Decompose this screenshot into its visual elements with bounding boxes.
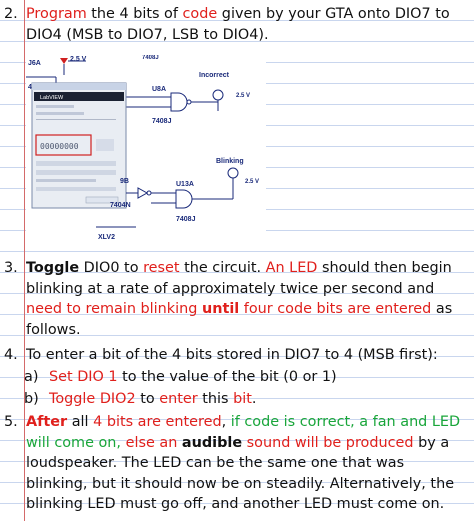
- text-run: the 4 bits of: [86, 6, 183, 22]
- code-correct-phrase: if code is correct, a fan and LED will c…: [26, 414, 461, 451]
- digital-display-highlight: [35, 134, 92, 156]
- u13a-part-label: 7408J: [176, 216, 196, 223]
- circuit-diagram: J6A 2.5 V 7408J 4328 U8A 7408J Incorrect…: [26, 55, 266, 245]
- labview-title: LabVIEW: [40, 95, 64, 101]
- until-word: until: [201, 301, 240, 317]
- step-5: 5. After all 4 bits are entered, if code…: [4, 412, 470, 512]
- u13a-label: U13A: [176, 181, 194, 188]
- step-4: 4. To enter a bit of the 4 bits stored i…: [4, 345, 470, 366]
- text-run: to: [135, 391, 160, 407]
- an-led-phrase: An LED: [265, 260, 318, 276]
- set-dio1-phrase: Set DIO 1: [49, 369, 118, 385]
- margin-line: [24, 0, 25, 521]
- step-4-a: a) Set DIO 1 to the value of the bit (0 …: [4, 367, 470, 388]
- remain-blinking-phrase: need to remain blinking: [26, 301, 198, 317]
- circuit-schematic: J6A 2.5 V 7408J 4328 U8A 7408J Incorrect…: [26, 55, 266, 245]
- sub-label: a): [24, 369, 39, 385]
- enter-word: enter: [159, 391, 198, 407]
- top-part-label: 7408J: [142, 55, 159, 61]
- step-text: Toggle DIO0 to reset the circuit. An LED…: [26, 258, 470, 340]
- blinking-label: Blinking: [216, 158, 244, 165]
- reset-word: reset: [143, 260, 180, 276]
- step-text: To enter a bit of the 4 bits stored in D…: [26, 347, 438, 363]
- bits-entered-phrase: 4 bits are entered: [93, 414, 222, 430]
- text-run: this: [197, 391, 234, 407]
- step-number: 2.: [4, 6, 18, 22]
- u8a-label: U8A: [152, 86, 166, 93]
- text-run: .: [251, 391, 257, 407]
- after-word: After: [26, 414, 68, 430]
- toggle-dio2-phrase: Toggle DIO2: [49, 391, 136, 407]
- step-number: 3.: [4, 260, 18, 276]
- inverter-7404-icon: [137, 187, 149, 199]
- sub-label: b): [24, 391, 39, 407]
- program-word: Program: [26, 6, 87, 22]
- text-run: by a loudspeaker. The LED can be the sam…: [26, 434, 455, 513]
- j6a-label: J6A: [28, 60, 41, 67]
- text-run: given by your GTA onto DIO7 to DIO4 (MSB…: [26, 6, 450, 43]
- code-word: code: [182, 6, 218, 22]
- incorrect-label: Incorrect: [199, 72, 230, 79]
- text-run: as follows.: [26, 301, 453, 338]
- top-voltage-label: 2.5 V: [70, 56, 87, 63]
- text-run: the circuit.: [179, 260, 266, 276]
- text-run: to the value of the bit (0 or 1): [117, 369, 337, 385]
- step-4-b: b) Toggle DIO2 to enter this bit.: [4, 389, 470, 410]
- power-flag-icon: [60, 58, 68, 64]
- xlv2-label: XLV2: [98, 234, 115, 241]
- node-9b-label: 9B: [120, 178, 129, 185]
- inverter-part-label: 7404N: [110, 202, 131, 209]
- four-code-bits-phrase: four code bits are entered: [243, 301, 432, 317]
- step-number: 4.: [4, 347, 18, 363]
- step-number: 5.: [4, 414, 18, 430]
- toggle-word: Toggle: [26, 260, 80, 276]
- bit-word: bit: [233, 391, 252, 407]
- blinking-voltage-label: 2.5 V: [245, 179, 259, 185]
- incorrect-voltage-label: 2.5 V: [236, 93, 250, 99]
- text-run: all: [67, 414, 94, 430]
- sound-produced-phrase: sound will be produced: [246, 434, 414, 451]
- text-run: DIO0 to: [79, 260, 144, 276]
- step-2: 2. Program the 4 bits of code given by y…: [4, 4, 470, 43]
- sub-text: Toggle DIO2 to enter this bit.: [49, 389, 474, 410]
- sub-text: Set DIO 1 to the value of the bit (0 or …: [49, 367, 474, 388]
- digital-display: 00000000: [40, 142, 79, 151]
- text-run: ,: [221, 414, 231, 430]
- text-run: should then begin blinking at a rate of …: [26, 260, 452, 297]
- step-text: Program the 4 bits of code given by your…: [26, 4, 470, 45]
- u8a-part-label: 7408J: [152, 118, 172, 125]
- step-text: After all 4 bits are entered, if code is…: [26, 412, 470, 515]
- and-gate-u13a-icon: [175, 189, 193, 209]
- audible-word: audible: [181, 434, 243, 451]
- else-an-phrase: else an: [125, 434, 178, 451]
- step-3: 3. Toggle DIO0 to reset the circuit. An …: [4, 258, 470, 338]
